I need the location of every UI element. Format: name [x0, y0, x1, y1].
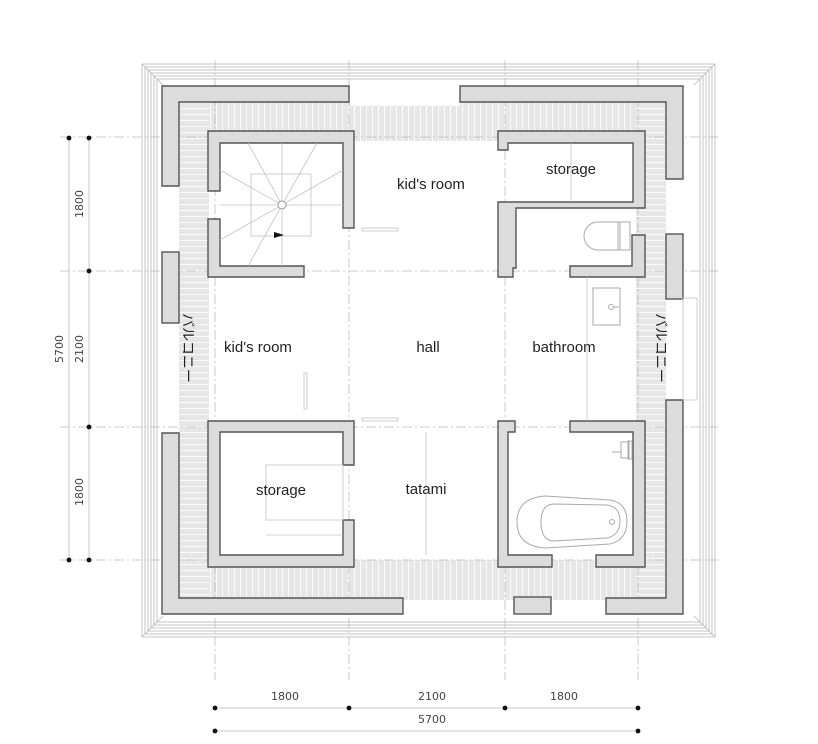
wall-e-pier	[665, 233, 684, 300]
room-label-kids-room-north: kid's room	[397, 176, 465, 193]
washbasin	[592, 287, 621, 326]
room-labels: kid's room storage kid's room hall bathr…	[224, 161, 596, 499]
room-label-bathroom: bathroom	[532, 339, 595, 356]
roof-eaves	[141, 63, 716, 638]
wall-w-pier	[161, 251, 180, 324]
dim-v-seg-3: 1800	[73, 478, 86, 506]
room-label-tatami: tatami	[406, 481, 447, 498]
balcony-label-east: バルコニー	[652, 313, 668, 383]
toilet	[583, 221, 631, 251]
room-label-hall: hall	[416, 339, 439, 356]
outer-walls	[161, 85, 684, 615]
balcony-label-west: バルコニー	[179, 313, 195, 383]
dim-h-seg-1: 1800	[271, 690, 299, 703]
dim-v-seg-1: 1800	[73, 190, 86, 218]
wall-stair-room	[207, 130, 355, 229]
stair-direction-arrow	[274, 232, 284, 238]
bathtub	[516, 495, 628, 549]
wall-sw	[161, 432, 404, 615]
wall-ne	[459, 85, 684, 180]
wall-nw	[161, 85, 350, 187]
dim-v-total: 5700	[53, 335, 66, 363]
room-label-storage-north: storage	[546, 161, 596, 178]
dim-h-total: 5700	[418, 713, 446, 726]
sliding-doors	[265, 143, 698, 555]
room-label-kids-room-west: kid's room	[224, 339, 292, 356]
wall-s-stub	[513, 596, 552, 615]
dim-h-seg-3: 1800	[550, 690, 578, 703]
vertical-dimensions: 1800 2100 1800 5700	[53, 135, 92, 563]
horizontal-dimensions: 1800 2100 1800 5700	[212, 690, 641, 734]
balcony-labels: バルコニー バルコニー	[179, 313, 668, 383]
inner-walls	[207, 130, 646, 568]
spiral-staircase	[219, 142, 344, 267]
room-label-storage-south: storage	[256, 482, 306, 499]
shower-faucet	[612, 440, 633, 460]
dim-h-seg-2: 2100	[418, 690, 446, 703]
dim-v-seg-2: 2100	[73, 335, 86, 363]
